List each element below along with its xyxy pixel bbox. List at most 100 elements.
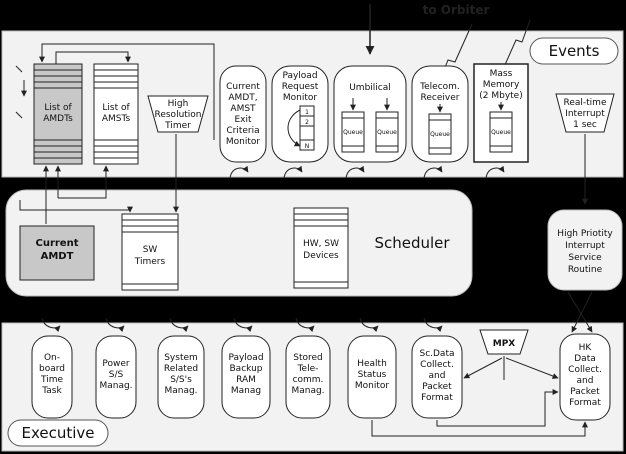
sched-arrow-6 <box>359 317 379 332</box>
mpx-to-scdata-arrow <box>463 357 503 379</box>
svg-text:Queue: Queue <box>491 129 511 136</box>
svg-text:Devices: Devices <box>303 251 339 261</box>
amst-feedback-arrow <box>55 51 131 64</box>
mpx-block: MPX <box>479 329 529 355</box>
svg-text:and: and <box>577 376 594 386</box>
payload-slot-stack <box>299 105 315 151</box>
svg-text:Manag.: Manag. <box>291 386 324 396</box>
svg-text:HW, SW: HW, SW <box>303 239 339 249</box>
svg-text:Stored: Stored <box>293 353 323 363</box>
svg-text:Request: Request <box>282 82 319 92</box>
umbilical: Umbilical Queue Queue <box>333 65 407 163</box>
svg-text:Monitor: Monitor <box>226 137 261 147</box>
sched-arrow-4 <box>233 317 253 332</box>
list-amdts-l1: List of <box>44 103 72 113</box>
payload-loop-arrow <box>287 109 301 147</box>
mass-memory: Mass Memory (2 Mbyte) Queue <box>473 63 529 163</box>
svg-text:Sc.Data: Sc.Data <box>419 349 454 359</box>
svg-text:Criteria: Criteria <box>226 126 259 136</box>
amst-link-arrow <box>58 165 109 199</box>
svg-text:Packet: Packet <box>570 387 600 397</box>
task-onboard-time: On- board Time Task <box>31 335 73 419</box>
event-arrow-5 <box>485 165 505 179</box>
event-arrow-2 <box>283 165 303 179</box>
svg-text:Payload: Payload <box>228 353 263 363</box>
svg-text:Current: Current <box>226 82 260 92</box>
isr-box: High Priotity Interrupt Service Routine <box>547 209 623 291</box>
svg-text:Monitor: Monitor <box>283 93 318 103</box>
svg-text:N: N <box>305 143 310 150</box>
health-to-hk-line <box>371 420 588 437</box>
svg-text:RAM: RAM <box>236 375 256 385</box>
svg-text:Status: Status <box>358 370 387 380</box>
svg-text:MPX: MPX <box>493 339 516 349</box>
svg-text:Queue: Queue <box>377 129 397 136</box>
svg-text:HK: HK <box>579 343 593 353</box>
svg-text:Manag: Manag <box>231 386 261 396</box>
svg-text:comm.: comm. <box>293 375 324 385</box>
radio-link-2 <box>499 19 531 77</box>
sched-arrow-7 <box>423 317 443 332</box>
svg-text:Telecom.: Telecom. <box>419 82 460 92</box>
svg-text:Mass: Mass <box>490 69 513 79</box>
events-badge <box>529 37 619 65</box>
task-payload-backup: Payload Backup RAM Manag <box>221 335 271 419</box>
scdata-to-hk-line <box>436 389 559 427</box>
svg-text:Task: Task <box>41 386 62 396</box>
list-amsts-l2: AMSTs <box>102 114 131 124</box>
svg-text:Format: Format <box>569 398 601 408</box>
umbilical-queue-2 <box>375 111 399 153</box>
svg-text:Current: Current <box>35 238 78 249</box>
svg-text:Routine: Routine <box>568 265 603 275</box>
svg-text:Umbilical: Umbilical <box>349 83 391 93</box>
task-sc-data-collect: Sc.Data Collect. and Packet Format <box>411 335 463 419</box>
svg-text:and: and <box>429 371 446 381</box>
list-amsts: List of AMSTs <box>93 63 139 165</box>
event-arrow-4 <box>423 165 443 179</box>
svg-text:AMST: AMST <box>230 104 256 114</box>
svg-text:Monitor: Monitor <box>355 381 390 391</box>
list-amdts-l2: AMDTs <box>43 114 73 124</box>
svg-text:Data: Data <box>574 354 596 364</box>
payload-request-monitor: Payload Request Monitor 1 2 N <box>271 65 329 163</box>
svg-text:Related: Related <box>164 364 198 374</box>
mpx-to-hk-arrow <box>505 357 559 379</box>
task-system-ss: System Related S/S's Manag. <box>157 335 205 419</box>
isr-to-hk-arrow-2 <box>571 291 593 333</box>
svg-text:Format: Format <box>421 393 453 403</box>
svg-text:Exit: Exit <box>234 115 252 125</box>
sched-arrow-5 <box>295 317 315 332</box>
tick-a <box>15 65 23 73</box>
svg-text:Time: Time <box>40 375 63 385</box>
task-health-status: Health Status Monitor <box>347 335 397 419</box>
hw-sw-devices: HW, SW Devices <box>293 207 349 289</box>
svg-text:Service: Service <box>568 253 602 263</box>
list-amdts: List of AMDTs <box>33 63 83 165</box>
svg-text:Manag.: Manag. <box>164 386 197 396</box>
telecom-receiver: Telecom. Receiver Queue <box>411 65 469 163</box>
task-stored-telecomm: Stored Tele- comm. Manag. <box>285 335 331 419</box>
current-amdt-box <box>19 225 95 281</box>
sched-arrow-3 <box>169 317 189 332</box>
svg-text:Real-time: Real-time <box>564 98 607 108</box>
scheduler-title: Scheduler <box>374 234 450 252</box>
amdt-feedback-arrow <box>39 43 215 140</box>
svg-text:Timer: Timer <box>164 121 191 131</box>
to-orbiter-label: to Orbiter <box>423 3 490 17</box>
svg-text:Queue: Queue <box>343 129 363 136</box>
svg-text:Backup: Backup <box>230 364 263 374</box>
svg-text:Packet: Packet <box>422 382 452 392</box>
high-res-timer: High Resolution Timer <box>147 95 209 133</box>
svg-text:Power: Power <box>102 359 130 369</box>
telecom-queue <box>428 113 452 155</box>
realtime-interrupt: Real-time Interrupt 1 sec <box>555 93 615 133</box>
svg-text:S/S's: S/S's <box>170 375 192 385</box>
svg-text:Health: Health <box>357 359 387 369</box>
executive-badge <box>7 419 109 447</box>
event-arrow-1 <box>229 165 249 179</box>
svg-text:board: board <box>39 364 65 374</box>
svg-text:System: System <box>164 353 198 363</box>
svg-text:AMDT,: AMDT, <box>228 93 257 103</box>
scheduler-to-timers-arrow <box>19 200 133 213</box>
